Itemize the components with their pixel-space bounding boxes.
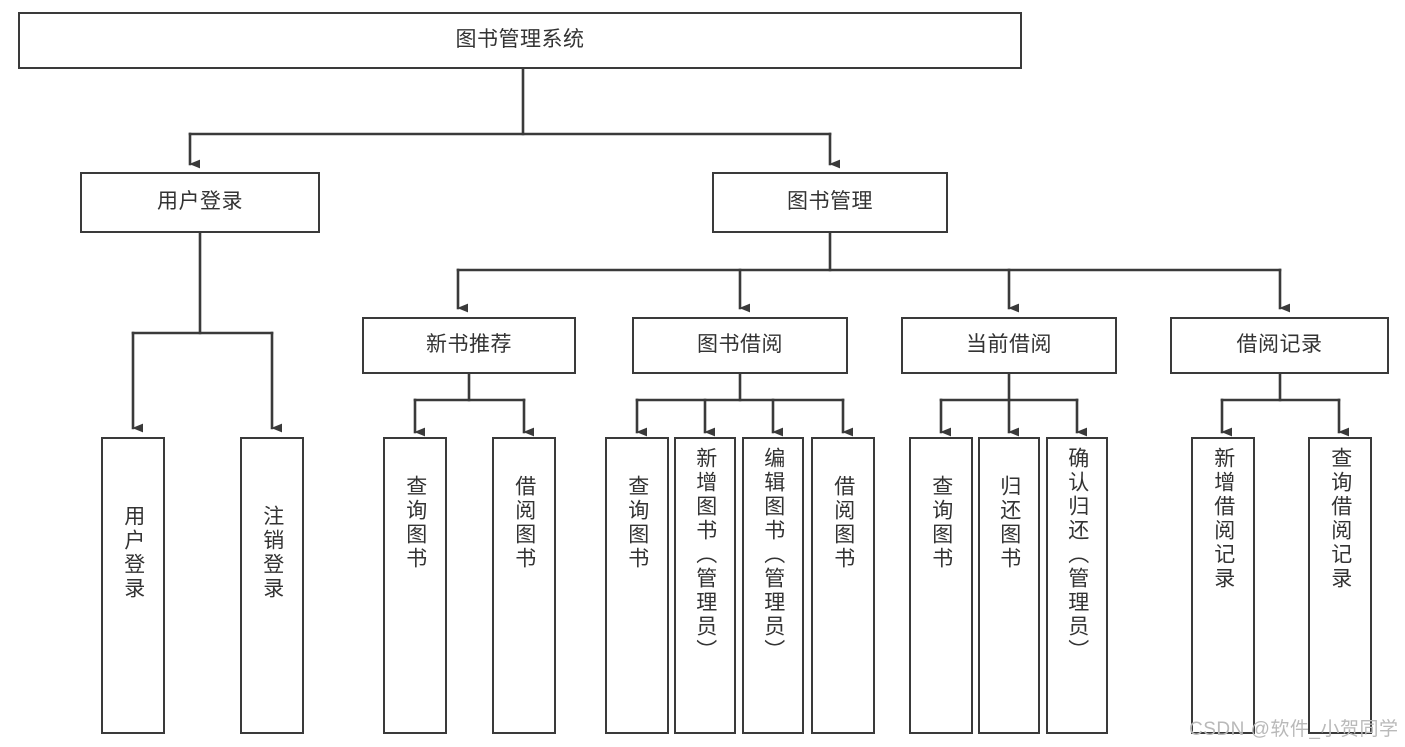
node-leaf-query-book-3-label: 查询图书: [929, 475, 953, 571]
node-current-borrow[interactable]: 当前借阅: [901, 317, 1117, 374]
node-book-borrow[interactable]: 图书借阅: [632, 317, 848, 374]
node-book-management-label: 图书管理: [787, 190, 873, 214]
node-leaf-user-login[interactable]: 用户登录: [101, 437, 165, 734]
node-leaf-borrow-book-1[interactable]: 借阅图书: [492, 437, 556, 734]
node-leaf-logout-login[interactable]: 注销登录: [240, 437, 304, 734]
node-leaf-query-book-2[interactable]: 查询图书: [605, 437, 669, 734]
watermark-text: CSDN @软件_小贺同学: [1189, 719, 1399, 740]
node-borrow-record-label: 借阅记录: [1236, 333, 1323, 357]
node-root[interactable]: 图书管理系统: [18, 12, 1022, 69]
node-leaf-user-login-label: 用户登录: [121, 505, 145, 601]
node-leaf-logout-login-label: 注销登录: [260, 505, 284, 601]
node-leaf-borrow-book-2-label: 借阅图书: [831, 475, 855, 571]
node-new-book-recommend-label: 新书推荐: [426, 333, 512, 357]
node-leaf-query-record[interactable]: 查询借阅记录: [1308, 437, 1372, 734]
node-leaf-query-book-3[interactable]: 查询图书: [909, 437, 973, 734]
node-leaf-confirm-return[interactable]: 确认归还（管理员）: [1046, 437, 1108, 734]
node-root-label: 图书管理系统: [455, 28, 585, 52]
node-leaf-return-book[interactable]: 归还图书: [978, 437, 1040, 734]
node-leaf-query-book-1[interactable]: 查询图书: [383, 437, 447, 734]
node-leaf-return-book-label: 归还图书: [997, 475, 1021, 571]
node-leaf-query-book-2-label: 查询图书: [625, 475, 649, 571]
node-leaf-add-book[interactable]: 新增图书（管理员）: [674, 437, 736, 734]
node-borrow-record[interactable]: 借阅记录: [1170, 317, 1389, 374]
node-user-login[interactable]: 用户登录: [80, 172, 320, 233]
node-leaf-confirm-return-label: 确认归还（管理员）: [1065, 447, 1089, 663]
node-leaf-query-book-1-label: 查询图书: [403, 475, 427, 571]
node-leaf-edit-book[interactable]: 编辑图书（管理员）: [742, 437, 804, 734]
node-book-borrow-label: 图书借阅: [697, 333, 783, 357]
node-leaf-borrow-book-1-label: 借阅图书: [512, 475, 536, 571]
node-leaf-query-record-label: 查询借阅记录: [1328, 447, 1352, 591]
node-leaf-add-book-label: 新增图书（管理员）: [693, 447, 717, 663]
node-leaf-edit-book-label: 编辑图书（管理员）: [761, 447, 785, 663]
node-book-management[interactable]: 图书管理: [712, 172, 948, 233]
node-leaf-add-record-label: 新增借阅记录: [1211, 447, 1235, 591]
node-new-book-recommend[interactable]: 新书推荐: [362, 317, 576, 374]
node-current-borrow-label: 当前借阅: [966, 333, 1052, 357]
node-leaf-borrow-book-2[interactable]: 借阅图书: [811, 437, 875, 734]
node-user-login-label: 用户登录: [157, 190, 243, 214]
node-leaf-add-record[interactable]: 新增借阅记录: [1191, 437, 1255, 734]
